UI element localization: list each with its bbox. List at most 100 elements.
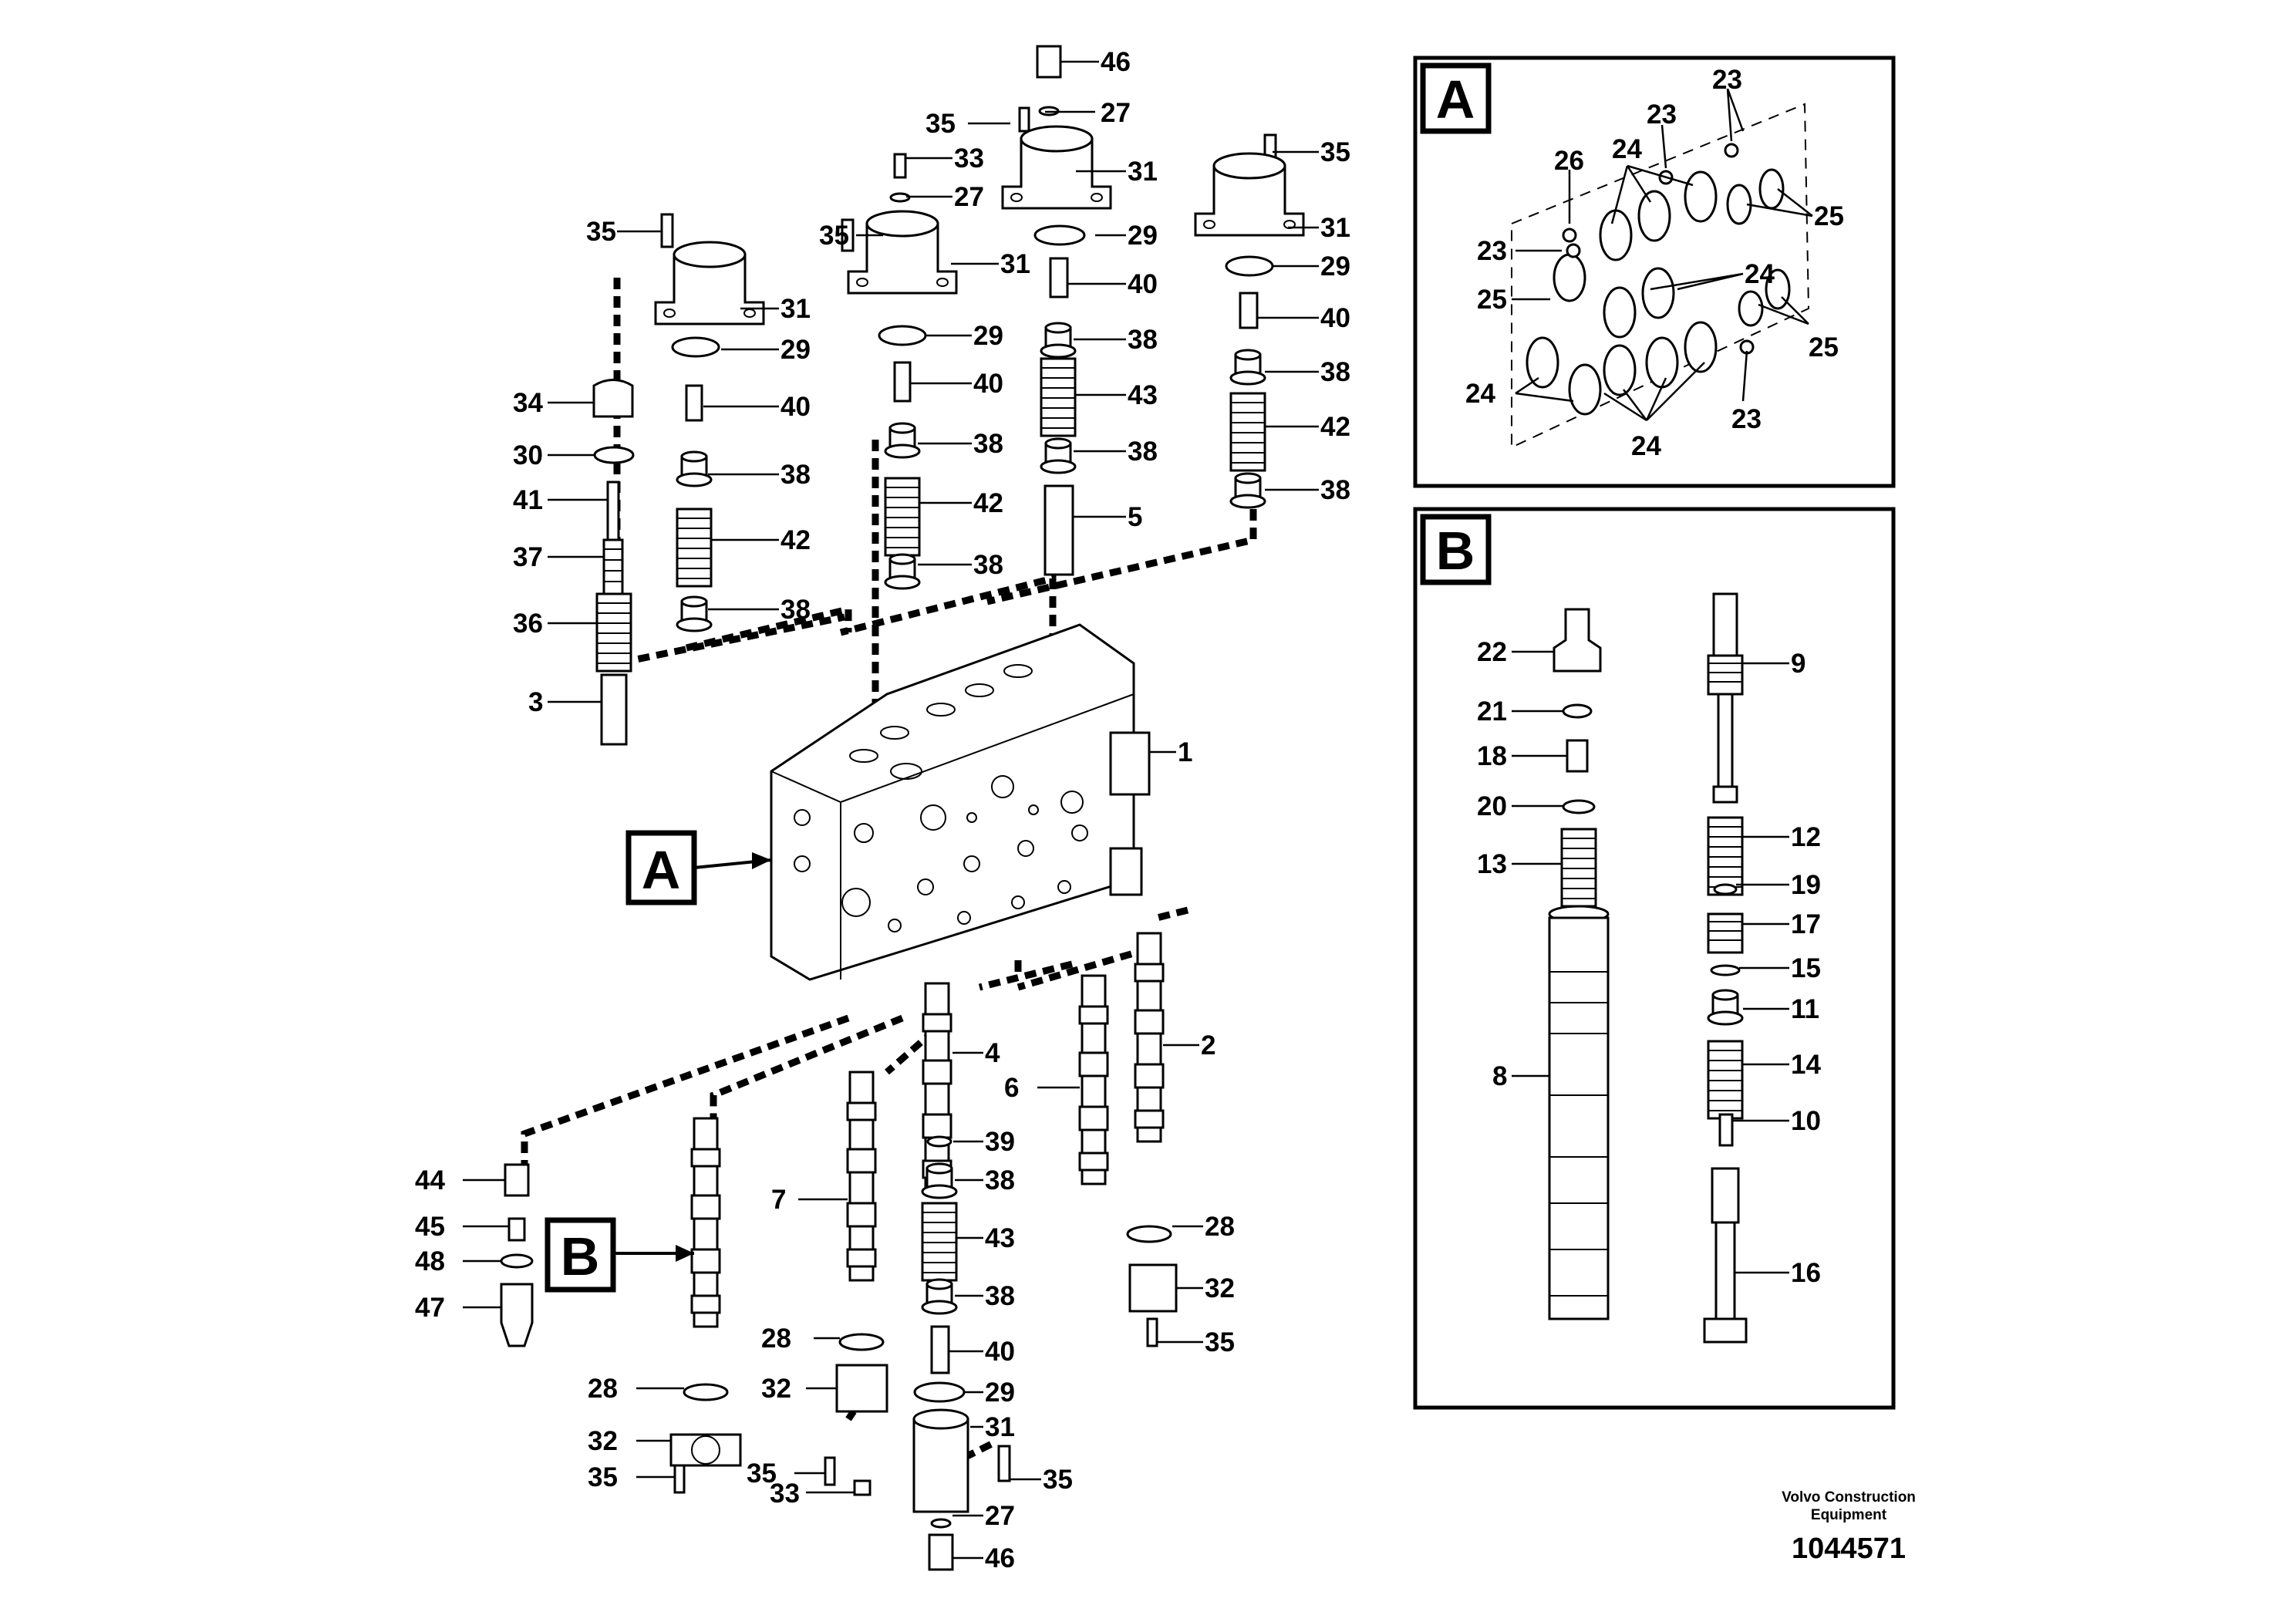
part-number-label: 14 bbox=[1791, 1050, 1821, 1080]
part-number-label: 35 bbox=[747, 1458, 777, 1489]
part-number-label: 40 bbox=[973, 369, 1003, 399]
part-number-label: 40 bbox=[781, 392, 811, 422]
detail-panel-a: A bbox=[1413, 56, 1896, 488]
part-number-label: 25 bbox=[1809, 332, 1839, 363]
part-number-label: 34 bbox=[513, 388, 543, 418]
part-number-label: 31 bbox=[985, 1412, 1015, 1442]
part-number-label: 35 bbox=[819, 221, 849, 251]
part-labels: 46 27 35 31 29 40 38 43 38 5 35 31 29 40… bbox=[415, 47, 1844, 1573]
part-number-label: 23 bbox=[1731, 404, 1762, 434]
svg-text:A: A bbox=[1436, 69, 1475, 130]
part-number-label: 39 bbox=[985, 1127, 1015, 1157]
part-number-label: 17 bbox=[1791, 909, 1821, 939]
part-number-label: 20 bbox=[1477, 791, 1507, 821]
part-number-label: 35 bbox=[925, 109, 956, 139]
part-number-label: 38 bbox=[781, 460, 811, 490]
part-number-label: 35 bbox=[586, 217, 616, 247]
part-number-label: 40 bbox=[985, 1337, 1015, 1367]
svg-text:B: B bbox=[561, 1226, 600, 1286]
part-number-label: 32 bbox=[761, 1374, 791, 1404]
part-number-label: 10 bbox=[1791, 1106, 1821, 1136]
part-number-label: 15 bbox=[1791, 953, 1821, 983]
part-number-label: 25 bbox=[1477, 285, 1507, 315]
column-top-center bbox=[1001, 45, 1112, 576]
footer: Volvo Construction Equipment 1044571 bbox=[1782, 1489, 1916, 1565]
part-number-label: 38 bbox=[781, 595, 811, 625]
column-lower-center bbox=[912, 1135, 1011, 1571]
part-number-label: 13 bbox=[1477, 849, 1507, 879]
part-number-label: 28 bbox=[1205, 1212, 1235, 1242]
part-number-label: 23 bbox=[1647, 99, 1677, 130]
part-number-label: 46 bbox=[985, 1543, 1015, 1573]
part-number-label: 27 bbox=[985, 1501, 1015, 1531]
part-number-label: 3 bbox=[528, 687, 543, 717]
part-number-label: 42 bbox=[781, 525, 811, 555]
part-number-label: 27 bbox=[954, 182, 984, 212]
svg-text:B: B bbox=[1436, 521, 1475, 581]
part-number-label: 29 bbox=[985, 1378, 1015, 1408]
column-top-left bbox=[654, 213, 765, 632]
part-number-label: 21 bbox=[1477, 696, 1507, 727]
part-number-label: 41 bbox=[513, 485, 543, 515]
part-number-label: 6 bbox=[1004, 1073, 1019, 1103]
part-number-label: 35 bbox=[588, 1462, 618, 1492]
part-number-label: 35 bbox=[1320, 137, 1350, 167]
part-number-label: 11 bbox=[1791, 994, 1819, 1024]
part-number-label: 38 bbox=[1320, 475, 1350, 505]
part-number-label: 18 bbox=[1477, 741, 1507, 771]
part-number-label: 5 bbox=[1128, 502, 1142, 532]
part-number-label: 46 bbox=[1101, 47, 1131, 77]
valve-block bbox=[770, 623, 1151, 981]
part-number-label: 32 bbox=[588, 1426, 618, 1456]
part-number-label: 8 bbox=[1492, 1061, 1507, 1091]
part-number-label: 32 bbox=[1205, 1273, 1235, 1303]
part-number-label: 42 bbox=[973, 488, 1003, 518]
part-number-label: 33 bbox=[954, 143, 984, 174]
part-number-label: 38 bbox=[985, 1165, 1015, 1195]
callout-a-pointer: A bbox=[625, 830, 772, 905]
part-number-label: 4 bbox=[985, 1038, 1000, 1068]
part-number-label: 40 bbox=[1320, 303, 1350, 333]
part-number-label: 24 bbox=[1631, 431, 1661, 461]
part-number-label: 42 bbox=[1320, 412, 1350, 442]
part-number-label: 38 bbox=[1128, 437, 1158, 467]
part-number-label: 45 bbox=[415, 1212, 445, 1242]
brand-line-1: Volvo Construction bbox=[1782, 1489, 1916, 1506]
detail-panel-b: B bbox=[1413, 507, 1896, 1410]
column-top-right bbox=[1194, 133, 1305, 509]
part-number-label: 19 bbox=[1791, 870, 1821, 900]
part-number-label: 30 bbox=[513, 440, 543, 470]
part-number-label: 2 bbox=[1201, 1030, 1215, 1061]
part-number-label: 31 bbox=[1128, 157, 1158, 187]
part-number-label: 43 bbox=[985, 1223, 1015, 1253]
callout-b-pointer: B bbox=[544, 1217, 694, 1293]
part-number-label: 31 bbox=[1320, 213, 1350, 243]
part-number-label: 35 bbox=[1205, 1327, 1235, 1357]
part-number-label: 24 bbox=[1465, 379, 1495, 409]
part-number-label: 29 bbox=[1320, 251, 1350, 282]
part-number-label: 38 bbox=[1320, 357, 1350, 387]
part-number-label: 31 bbox=[781, 294, 811, 324]
part-number-label: 25 bbox=[1814, 201, 1844, 231]
part-number-label: 23 bbox=[1712, 65, 1742, 95]
part-number-label: 26 bbox=[1554, 146, 1584, 176]
column-upper-middle bbox=[841, 153, 958, 590]
part-number-label: 38 bbox=[1128, 325, 1158, 355]
part-number-label: 47 bbox=[415, 1293, 445, 1323]
part-number-label: 1 bbox=[1178, 737, 1192, 767]
part-number-label: 29 bbox=[1128, 221, 1158, 251]
part-number-label: 29 bbox=[973, 321, 1003, 351]
part-number-label: 36 bbox=[513, 609, 543, 639]
part-number-label: 24 bbox=[1745, 259, 1775, 289]
part-number-label: 44 bbox=[415, 1165, 445, 1195]
part-number-label: 33 bbox=[770, 1479, 800, 1509]
part-number-label: 37 bbox=[513, 542, 543, 572]
part-number-label: 16 bbox=[1791, 1258, 1821, 1288]
part-number-label: 24 bbox=[1612, 134, 1642, 164]
part-number-label: 43 bbox=[1128, 380, 1158, 410]
column-far-left bbox=[592, 379, 635, 746]
part-number-label: 40 bbox=[1128, 269, 1158, 299]
svg-text:A: A bbox=[642, 840, 681, 900]
lower-left-parts bbox=[500, 1163, 1178, 1496]
